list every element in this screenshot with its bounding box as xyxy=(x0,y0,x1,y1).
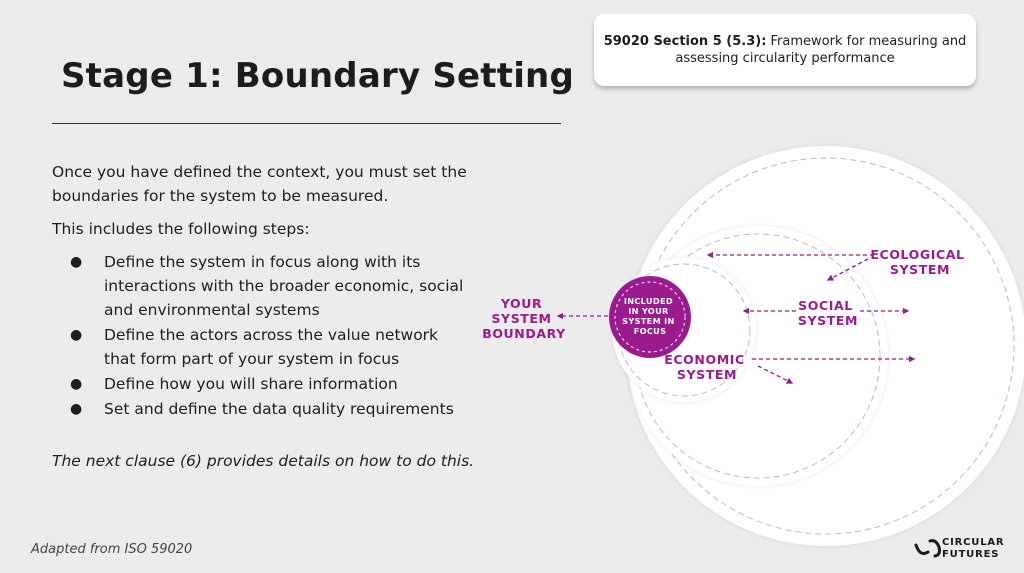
your-system-boundary-label: YOUR SYSTEM BOUNDARY xyxy=(482,296,566,341)
steps-intro: This includes the following steps: xyxy=(52,220,310,238)
ecological-pointer-arrow xyxy=(826,258,869,281)
logo-line-2: FUTURES xyxy=(942,549,1000,560)
system-boundary-diagram: INCLUDED IN YOUR SYSTEM IN FOCUS YOUR SY… xyxy=(470,120,1024,573)
included-label: INCLUDED IN YOUR SYSTEM IN FOCUS xyxy=(622,296,678,336)
reference-callout: 59020 Section 5 (5.3): Framework for mea… xyxy=(594,14,976,86)
bullet-icon: ● xyxy=(70,327,83,343)
ecological-system-label: ECOLOGICAL SYSTEM xyxy=(870,247,969,277)
list-item: ● Define the system in focus along with i… xyxy=(52,250,472,322)
bullet-icon: ● xyxy=(70,254,83,270)
reference-text: 59020 Section 5 (5.3): Framework for mea… xyxy=(594,33,976,67)
economic-system-label: ECONOMIC SYSTEM xyxy=(664,352,749,382)
step-text: Define the system in focus along with it… xyxy=(104,253,464,319)
list-item: ● Set and define the data quality require… xyxy=(52,397,472,421)
social-system-label: SOCIAL SYSTEM xyxy=(798,298,858,328)
body-text: Once you have defined the context, you m… xyxy=(52,160,472,422)
economic-dashed-ring xyxy=(617,263,751,397)
bullet-icon: ● xyxy=(70,401,83,417)
source-note: Adapted from ISO 59020 xyxy=(31,542,193,557)
title-divider xyxy=(52,123,561,124)
intro-paragraph: Once you have defined the context, you m… xyxy=(52,163,467,205)
circular-futures-logo-icon xyxy=(914,539,941,558)
steps-list: ● Define the system in focus along with i… xyxy=(52,250,472,421)
reference-description: Framework for measuring and assessing ci… xyxy=(675,34,967,66)
page-title: Stage 1: Boundary Setting xyxy=(61,56,574,96)
next-clause-note: The next clause (6) provides details on … xyxy=(52,452,475,470)
economic-down-arrow xyxy=(757,365,794,384)
step-text: Set and define the data quality requirem… xyxy=(104,400,454,418)
step-text: Define how you will share information xyxy=(104,375,398,393)
reference-label: 59020 Section 5 (5.3): xyxy=(603,34,767,49)
logo-line-1: CIRCULAR xyxy=(942,537,1005,548)
list-item: ● Define the actors across the value netw… xyxy=(52,323,472,371)
logo-wordmark: CIRCULAR FUTURES xyxy=(942,537,1004,561)
nested-systems-svg: INCLUDED IN YOUR SYSTEM IN FOCUS YOUR SY… xyxy=(482,146,1024,546)
system-in-focus-circle xyxy=(609,276,691,358)
list-item: ● Define how you will share information xyxy=(52,372,472,396)
system-in-focus-dashed-ring xyxy=(614,281,686,353)
step-text: Define the actors across the value netwo… xyxy=(104,326,439,368)
bullet-icon: ● xyxy=(70,376,83,392)
